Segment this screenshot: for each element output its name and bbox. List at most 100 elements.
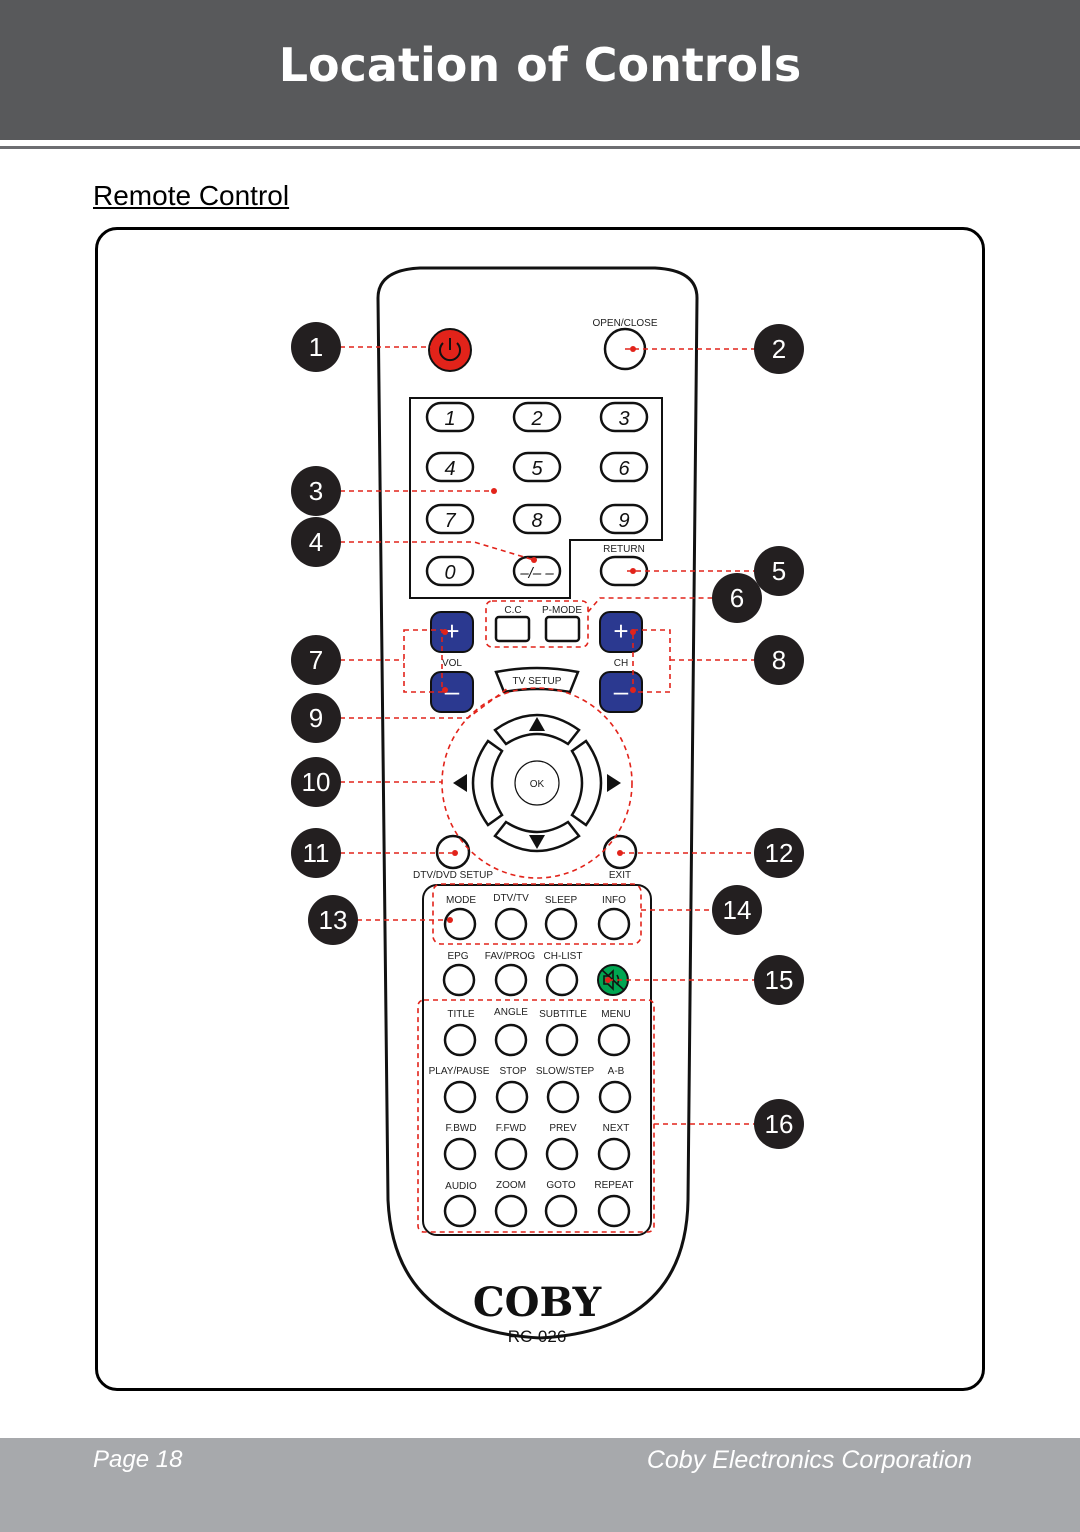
- callout-2-badge: [754, 324, 804, 374]
- digit-6-label: 6: [618, 458, 630, 480]
- digit-7-label: 7: [444, 510, 456, 532]
- callout-7-text: 7: [309, 645, 323, 675]
- mode-label: MODE: [446, 895, 476, 906]
- goto-button[interactable]: [544, 1194, 578, 1228]
- exit-label: EXIT: [609, 870, 631, 881]
- f-fwd-button[interactable]: [494, 1137, 528, 1171]
- digit-2-label: 2: [530, 408, 542, 430]
- lower-panel-outline: [422, 884, 652, 1236]
- info-button[interactable]: [597, 907, 631, 941]
- callout-9-text: 9: [309, 703, 323, 733]
- epg-button[interactable]: [442, 963, 476, 997]
- angle-button[interactable]: [494, 1023, 528, 1057]
- digit-9-button[interactable]: [599, 503, 649, 535]
- callout-11-badge: [291, 828, 341, 878]
- zoom-label: ZOOM: [496, 1180, 526, 1191]
- callout-endpoints: [430, 344, 636, 983]
- dash-label: –/– –: [519, 565, 554, 582]
- title-label: TITLE: [447, 1009, 475, 1020]
- f-bwd-label: F.BWD: [445, 1123, 476, 1134]
- callout-7-badge: [291, 635, 341, 685]
- tv-setup-label: TV SETUP: [513, 676, 562, 687]
- down-arrow-icon: [529, 835, 545, 849]
- slow-step-label: SLOW/STEP: [536, 1066, 595, 1077]
- digit-8-button[interactable]: [512, 503, 562, 535]
- footer-bar: Page 18 Coby Electronics Corporation: [0, 1438, 1080, 1532]
- callout-6-badge: [712, 573, 762, 623]
- dtv-tv-button[interactable]: [494, 907, 528, 941]
- callout-6-text: 6: [730, 583, 744, 613]
- audio-label: AUDIO: [445, 1181, 477, 1192]
- play-pause-button[interactable]: [443, 1080, 477, 1114]
- f-bwd-button[interactable]: [443, 1137, 477, 1171]
- epg-label: EPG: [447, 951, 468, 962]
- page-number: Page 18: [93, 1446, 183, 1473]
- right-button[interactable]: [570, 739, 603, 827]
- mode-button[interactable]: [443, 907, 477, 941]
- callout-14-text: 14: [723, 895, 752, 925]
- left-button[interactable]: [471, 739, 504, 827]
- callout-3-badge: [291, 466, 341, 516]
- menu-button[interactable]: [597, 1023, 631, 1057]
- header-rule: [0, 146, 1080, 149]
- dtv-dvd-setup-label: DTV/DVD SETUP: [413, 870, 493, 881]
- subtitle-button[interactable]: [545, 1023, 579, 1057]
- header-bar: Location of Controls: [0, 0, 1080, 140]
- digit-2-button[interactable]: [512, 401, 562, 433]
- ch-plus-button[interactable]: [599, 611, 643, 653]
- info-label: INFO: [602, 895, 626, 906]
- brand-logo: COBY: [473, 1279, 602, 1326]
- zoom-button[interactable]: [494, 1194, 528, 1228]
- digit-4-label: 4: [444, 458, 455, 480]
- model-number: RC-026: [508, 1327, 567, 1346]
- callout-16-text: 16: [765, 1109, 794, 1139]
- ok-button[interactable]: [514, 760, 560, 806]
- dash-button[interactable]: [512, 555, 562, 587]
- callout-1-badge: [291, 322, 341, 372]
- stop-button[interactable]: [495, 1080, 529, 1114]
- digit-0-button[interactable]: [425, 555, 475, 587]
- callout-1-text: 1: [309, 332, 323, 362]
- callout-3-text: 3: [309, 476, 323, 506]
- ch-list-label: CH-LIST: [544, 951, 583, 962]
- cc-button[interactable]: [494, 615, 531, 643]
- callout-12-text: 12: [765, 838, 794, 868]
- open-close-label: OPEN/CLOSE: [592, 318, 657, 329]
- f-fwd-label: F.FWD: [496, 1123, 527, 1134]
- tv-setup-button[interactable]: [494, 666, 580, 694]
- up-arrow-icon: [529, 717, 545, 731]
- section-title: Remote Control: [93, 180, 290, 211]
- callout-10-text: 10: [302, 767, 331, 797]
- slow-step-button[interactable]: [546, 1080, 580, 1114]
- callout-15-text: 15: [765, 965, 794, 995]
- subtitle-label: SUBTITLE: [539, 1009, 587, 1020]
- callout-13-badge: [308, 895, 358, 945]
- ch-list-button[interactable]: [545, 963, 579, 997]
- ch-plus-label: +: [613, 616, 628, 646]
- menu-label: MENU: [601, 1009, 630, 1020]
- sleep-button[interactable]: [544, 907, 578, 941]
- vol-plus-label: +: [444, 616, 459, 646]
- next-button[interactable]: [597, 1137, 631, 1171]
- audio-button[interactable]: [443, 1194, 477, 1228]
- next-label: NEXT: [603, 1123, 630, 1134]
- digit-6-button[interactable]: [599, 451, 649, 483]
- prev-button[interactable]: [545, 1137, 579, 1171]
- ch-label: CH: [614, 658, 628, 669]
- callout-14-badge: [712, 885, 762, 935]
- digit-7-button[interactable]: [425, 503, 475, 535]
- return-label: RETURN: [603, 544, 645, 555]
- digit-1-button[interactable]: [425, 401, 475, 433]
- digit-4-button[interactable]: [425, 451, 475, 483]
- repeat-button[interactable]: [597, 1194, 631, 1228]
- a-b-button[interactable]: [598, 1080, 632, 1114]
- digit-5-button[interactable]: [512, 451, 562, 483]
- digit-5-label: 5: [531, 458, 543, 480]
- left-arrow-icon: [453, 774, 467, 792]
- p-mode-button[interactable]: [544, 615, 581, 643]
- angle-label: ANGLE: [494, 1007, 528, 1018]
- digit-0-label: 0: [444, 562, 455, 584]
- fav-prog-button[interactable]: [494, 963, 528, 997]
- title-button[interactable]: [443, 1023, 477, 1057]
- digit-3-button[interactable]: [599, 401, 649, 433]
